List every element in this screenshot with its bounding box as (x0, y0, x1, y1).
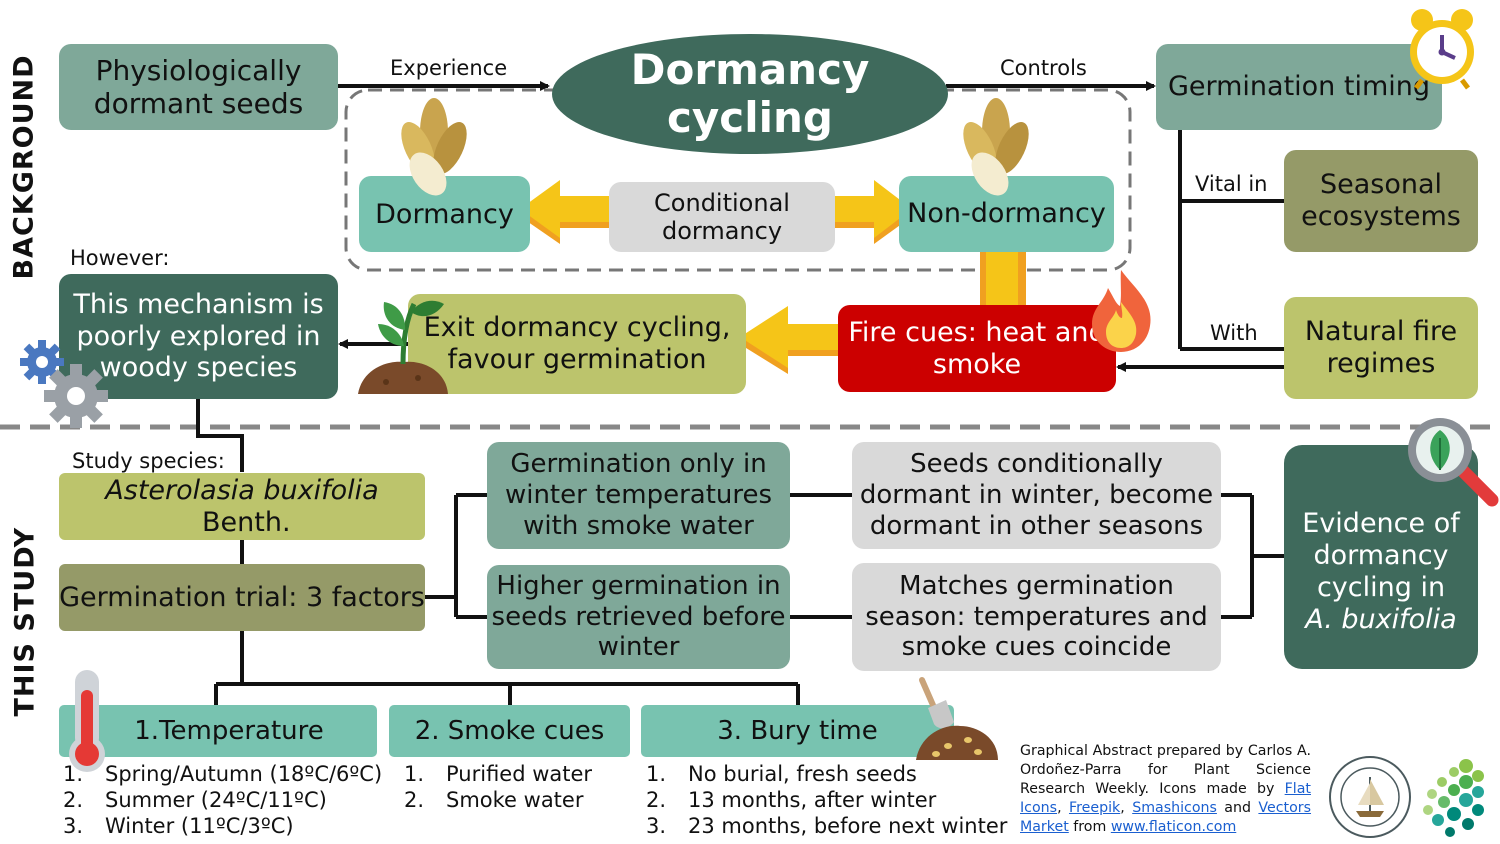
germination-trial-box: Germination trial: 3 factors (59, 564, 425, 631)
arrow-nondormancy-to-fire (980, 252, 1026, 310)
exit-dormancy-box: Exit dormancy cycling, favour germinatio… (408, 294, 746, 394)
physiologically-dormant-seeds: Physiologically dormant seeds (59, 44, 338, 130)
link-flat-icons[interactable]: Flat Icons (1020, 781, 1311, 816)
evidence-box: Evidence of dormancy cycling in A. buxif… (1284, 445, 1478, 669)
seed-icon (401, 98, 467, 196)
soil-shovel-icon (916, 677, 998, 760)
list-item: 1.Spring/Autumn (18ºC/6ºC) (63, 762, 383, 786)
list-item: 2.Summer (24ºC/11ºC) (63, 788, 327, 812)
list-item: 2.Smoke water (404, 788, 584, 812)
section-this-study: THIS STUDY (9, 526, 41, 717)
smoke-list: 1.Purified water 2.Smoke water (404, 761, 592, 813)
society-seal-icon (1329, 756, 1411, 838)
fire-cues-box: Fire cues: heat and smoke (838, 305, 1116, 392)
sprout-icon (358, 300, 448, 394)
fire-icon (1092, 270, 1151, 352)
label-vital-in: Vital in (1195, 172, 1268, 196)
gears-icon (20, 340, 108, 428)
interpretation-season: Matches germination season: temperatures… (852, 563, 1221, 671)
label-controls: Controls (1000, 56, 1087, 80)
link-vectors-market[interactable]: Vectors Market (1020, 800, 1312, 835)
label-experience: Experience (390, 56, 508, 80)
arrow-conditional-to-nondormancy (834, 180, 914, 244)
seasonal-ecosystems: Seasonal ecosystems (1284, 150, 1478, 252)
dots-logo-icon (1423, 759, 1484, 837)
alarm-clock-icon (1410, 9, 1474, 90)
list-item: 3.23 months, before next winter (646, 814, 1008, 838)
label-study-species: Study species: (72, 449, 225, 473)
arrow-fire-to-exit (738, 306, 838, 374)
natural-fire-regimes: Natural fire regimes (1284, 297, 1478, 399)
dormancy-frame (344, 88, 1132, 272)
section-background: BACKGROUND (8, 54, 40, 280)
dormancy-cycling-ellipse: Dormancy cycling (552, 34, 948, 154)
thermometer-icon (69, 670, 105, 772)
temperature-list: 1.Spring/Autumn (18ºC/6ºC) 2.Summer (24º… (63, 761, 382, 839)
factor-smoke: 2. Smoke cues (389, 705, 630, 757)
arrow-conditional-to-dormancy (518, 180, 612, 244)
label-however: However: (70, 246, 170, 270)
label-with: With (1210, 321, 1258, 345)
magnifier-leaf-icon (1408, 418, 1499, 507)
bury-list: 1.No burial, fresh seeds 2.13 months, af… (646, 761, 1007, 839)
study-species-box: Asterolasia buxifolia Benth. (59, 473, 425, 540)
list-item: 2.13 months, after winter (646, 788, 937, 812)
list-item: 3.Winter (11ºC/3ºC) (63, 814, 294, 838)
result-winter-smoke: Germination only in winter temperatures … (487, 442, 790, 549)
conditional-dormancy-box: Conditional dormancy (609, 182, 835, 252)
list-item: 1.Purified water (404, 762, 593, 786)
seed-icon (963, 98, 1029, 196)
factor-bury: 3. Bury time (641, 705, 954, 757)
result-before-winter: Higher germination in seeds retrieved be… (487, 565, 790, 669)
link-freepik[interactable]: Freepik (1068, 800, 1121, 816)
credit-text: Graphical Abstract prepared by Carlos A.… (1020, 743, 1312, 835)
link-flaticon[interactable]: www.flaticon.com (1110, 819, 1237, 835)
mechanism-box: This mechanism is poorly explored in woo… (59, 274, 338, 399)
factor-temperature: 1.Temperature (59, 705, 377, 757)
interpretation-conditional: Seeds conditionally dormant in winter, b… (852, 442, 1221, 549)
list-item: 1.No burial, fresh seeds (646, 762, 917, 786)
link-smashicons[interactable]: Smashicons (1132, 800, 1217, 816)
germination-timing: Germination timing (1156, 44, 1442, 130)
